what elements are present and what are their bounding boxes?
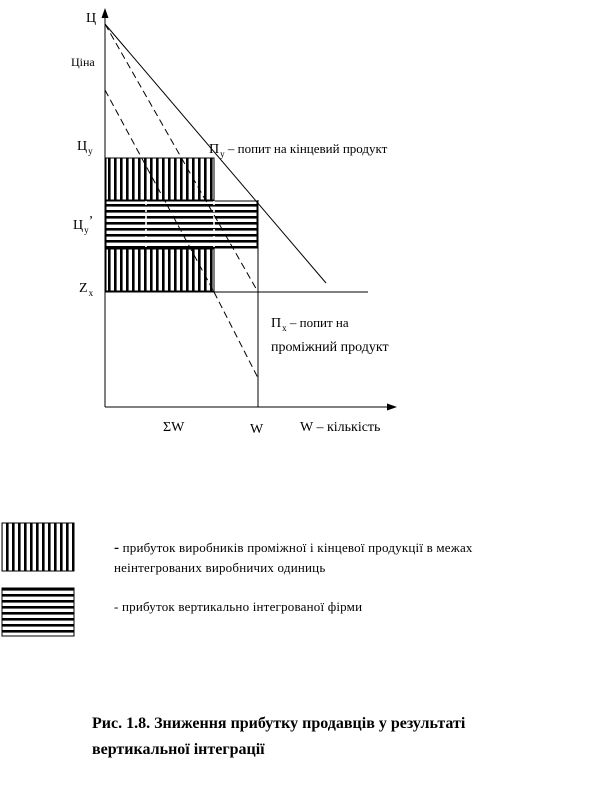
level-cy-prime-label: Цу’ xyxy=(73,214,93,235)
intermediate-demand-dashed xyxy=(104,89,215,293)
legend-item-horizontal: - прибуток вертикально інтегрованої фірм… xyxy=(114,597,362,616)
horizontal-hatch-region xyxy=(106,201,257,248)
x-axis-arrow xyxy=(387,403,397,411)
intermediate-demand-label-line2: проміжний продукт xyxy=(271,340,389,355)
legend-swatch-horizontal-border xyxy=(1,587,75,637)
legend-item-vertical: - прибуток виробників проміжної і кінцев… xyxy=(114,538,473,577)
intermediate-marginal-dashed xyxy=(213,291,259,379)
w-label: W xyxy=(250,422,264,437)
marginal-revenue-dashed xyxy=(104,23,259,293)
figure-caption: Рис. 1.8. Зниження прибутку продавців у … xyxy=(92,711,552,763)
caption-line2: вертикальної інтеграції xyxy=(92,741,265,758)
horizontal-hatch-border xyxy=(105,200,258,249)
level-cy-label: Цу xyxy=(77,139,93,156)
legend-swatch-vertical-border xyxy=(1,522,75,572)
legend-swatch-vertical xyxy=(2,523,74,571)
legend-vertical-line2: неінтегрованих виробничих одиниць xyxy=(114,560,326,575)
vertical-hatch-lower xyxy=(106,249,214,291)
level-zx-label: Zх xyxy=(79,281,94,298)
legend-dash: - xyxy=(114,540,120,556)
vertical-hatch-upper-border xyxy=(105,157,215,201)
sum-w-label: ΣW xyxy=(163,420,185,435)
y-axis-arrow xyxy=(101,8,109,18)
caption-line1: Рис. 1.8. Зниження прибутку продавців у … xyxy=(92,715,466,732)
intermediate-demand-label: Пх – попит на xyxy=(271,315,349,333)
legend-vertical-line1: прибуток виробників проміжної і кінцевої… xyxy=(119,540,473,555)
x-axis-label: W – кількість xyxy=(300,420,380,435)
y-axis-label: Ц xyxy=(86,11,96,26)
vertical-hatch-lower-border xyxy=(105,248,215,292)
legend-swatch-horizontal xyxy=(2,588,74,636)
price-label: Ціна xyxy=(71,55,95,69)
vertical-hatch-upper xyxy=(106,158,214,200)
legend-horizontal-line1: - прибуток вертикально інтегрованої фірм… xyxy=(114,599,363,614)
final-demand-label: Пу – попит на кінцевий продукт xyxy=(209,141,388,159)
final-demand-curve xyxy=(104,23,327,284)
